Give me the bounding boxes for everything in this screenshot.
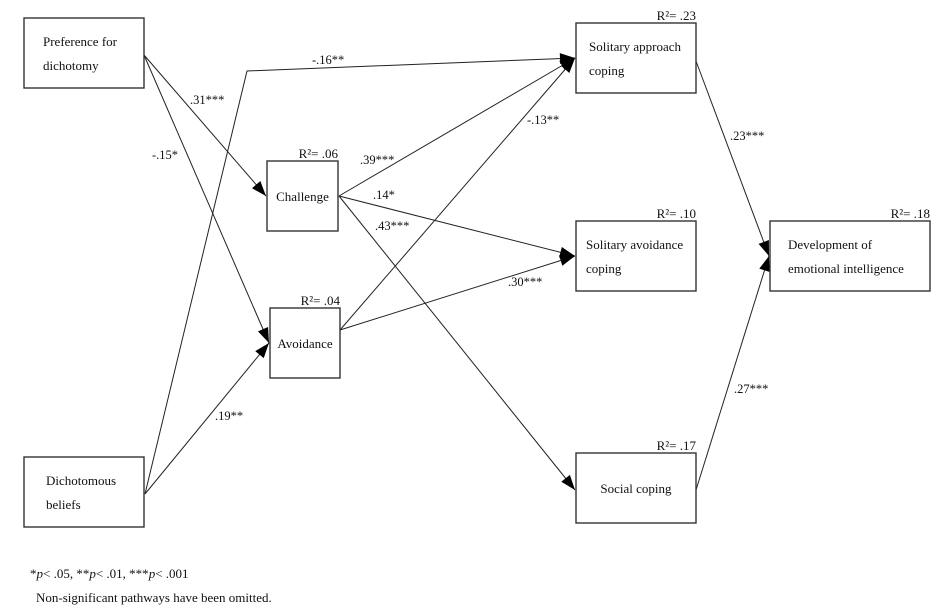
- arrowhead-icon: [758, 240, 769, 256]
- node-label: dichotomy: [43, 58, 99, 73]
- r-squared-label: R²= .10: [657, 206, 696, 221]
- arrowhead-icon: [559, 255, 575, 266]
- edge-avoid-sav: .30***: [339, 255, 576, 331]
- node-label: beliefs: [46, 497, 81, 512]
- node-box: [769, 220, 931, 292]
- r-squared-label: R²= .23: [657, 8, 696, 23]
- node-label: Avoidance: [277, 336, 333, 351]
- edge-sap-dei: .23***: [695, 60, 770, 257]
- edge-chal-sap: .39***: [338, 57, 576, 197]
- r-squared-label: R²= .18: [891, 206, 930, 221]
- omitted-footnote: Non-significant pathways have been omitt…: [36, 590, 272, 605]
- node-chal: Challenge R²= .06: [266, 146, 339, 232]
- edge-chal-sav: .14*: [338, 188, 576, 258]
- node-label: Solitary avoidance: [586, 237, 683, 252]
- r-squared-label: R²= .17: [657, 438, 697, 453]
- node-label: Development of: [788, 237, 873, 252]
- p-symbol: p: [148, 566, 156, 581]
- significance-footnote: *p< .05, **p< .01, ***p< .001: [30, 566, 189, 582]
- edge-dich-avoid: .19**: [144, 342, 270, 495]
- node-box: [23, 17, 145, 89]
- node-label: coping: [589, 63, 625, 78]
- edge-pref-avoid: -.15*: [143, 54, 270, 344]
- edge-line: [695, 60, 770, 257]
- node-pref: Preference for dichotomy: [23, 17, 145, 89]
- path-coefficient: -.13**: [527, 113, 559, 127]
- edge-dich-sap: -.16**: [144, 53, 576, 495]
- arrowhead-icon: [561, 474, 575, 490]
- node-label: Solitary approach: [589, 39, 682, 54]
- arrowhead-icon: [255, 343, 269, 359]
- node-soc: Social coping R²= .17: [575, 438, 697, 524]
- edge-line: [144, 57, 576, 495]
- path-coefficient: .19**: [215, 409, 243, 423]
- r-squared-label: R²= .04: [301, 293, 341, 308]
- r-squared-label: R²= .06: [299, 146, 339, 161]
- edge-pref-chal: .31***: [143, 54, 267, 197]
- node-label: Challenge: [276, 189, 329, 204]
- path-coefficient: .23***: [730, 129, 764, 143]
- node-box: [575, 220, 697, 292]
- edge-line: [338, 195, 576, 491]
- path-coefficient: .43***: [375, 219, 409, 233]
- node-box: [269, 307, 341, 379]
- edge-line: [338, 57, 576, 197]
- edge-line: [143, 54, 267, 197]
- node-dich: Dichotomous beliefs: [23, 456, 145, 528]
- node-box: [575, 452, 697, 524]
- path-coefficient: .27***: [734, 382, 768, 396]
- node-box: [266, 160, 339, 232]
- path-coefficient: .31***: [190, 93, 224, 107]
- arrowhead-icon: [561, 58, 575, 73]
- node-label: Dichotomous: [46, 473, 116, 488]
- node-label: Preference for: [43, 34, 118, 49]
- edge-line: [695, 255, 770, 491]
- path-coefficient: -.16**: [312, 53, 344, 67]
- footnote-segment: < .05, **: [43, 566, 90, 581]
- node-label: emotional intelligence: [788, 261, 904, 276]
- edge-avoid-sap: -.13**: [339, 57, 576, 331]
- node-label: coping: [586, 261, 622, 276]
- node-dei: Development of emotional intelligence R²= …: [769, 206, 931, 292]
- node-sav: Solitary avoidance coping R²= .10: [575, 206, 697, 292]
- node-label: Social coping: [600, 481, 672, 496]
- p-symbol: p: [89, 566, 96, 581]
- node-box: [23, 456, 145, 528]
- edge-chal-soc: .43***: [338, 195, 576, 491]
- edge-line: [338, 195, 576, 257]
- edge-line: [339, 255, 576, 331]
- footnote-segment: < .01, ***: [95, 566, 149, 581]
- p-symbol: p: [36, 566, 44, 581]
- arrowhead-icon: [252, 181, 266, 196]
- edge-line: [143, 54, 270, 344]
- path-coefficient: .39***: [360, 153, 394, 167]
- arrowhead-icon: [759, 256, 770, 272]
- node-sap: Solitary approach coping R²= .23: [575, 8, 697, 94]
- edge-line: [144, 342, 270, 495]
- path-coefficient: .14*: [373, 188, 395, 202]
- arrowhead-icon: [257, 327, 269, 343]
- edge-line: [339, 57, 576, 331]
- node-avoid: Avoidance R²= .04: [269, 293, 341, 379]
- footnote-segment: *: [30, 566, 37, 581]
- path-coefficient: -.15*: [152, 148, 178, 162]
- arrowhead-icon: [559, 246, 575, 258]
- edges-layer: .31*** -.15* -.16** .19** .39*** .14* .43*** -.…: [143, 53, 770, 495]
- path-coefficient: .30***: [508, 275, 542, 289]
- footnote-segment: < .001: [155, 566, 189, 581]
- node-box: [575, 22, 697, 94]
- edge-soc-dei: .27***: [695, 255, 770, 491]
